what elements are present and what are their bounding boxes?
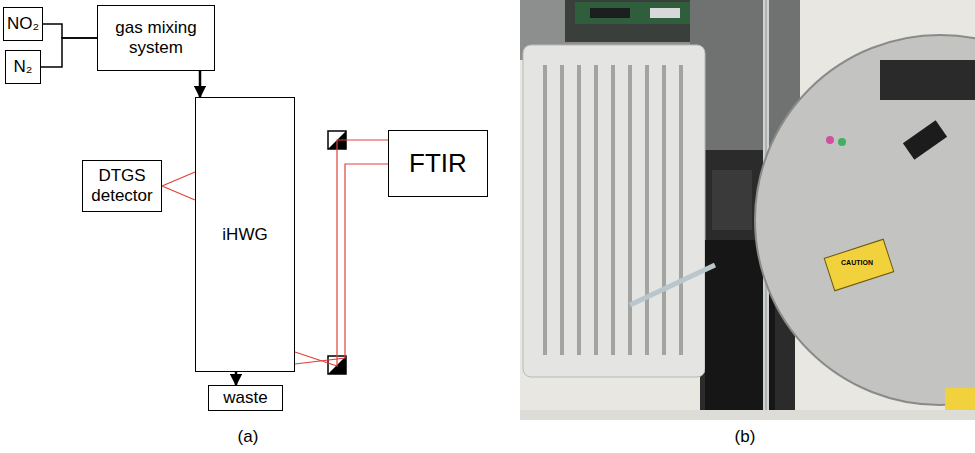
light-beam bbox=[295, 140, 388, 366]
flow-connector bbox=[235, 372, 238, 385]
panel-label: (b) bbox=[735, 427, 756, 447]
waste-box: waste bbox=[208, 385, 283, 411]
spectrometer-box: FTIR bbox=[388, 130, 488, 197]
node-text: iHWG bbox=[222, 225, 267, 245]
flow-connector bbox=[43, 24, 97, 38]
flow-connector bbox=[199, 71, 202, 97]
node-text: FTIR bbox=[409, 149, 467, 179]
detector-box: DTGS detector bbox=[82, 160, 162, 212]
node-text: waste bbox=[223, 388, 267, 408]
node-text: N₂ bbox=[14, 57, 33, 77]
gas-source-box: NO₂ bbox=[3, 7, 43, 41]
warning-label: CAUTION bbox=[840, 259, 874, 266]
panel-label: (a) bbox=[238, 427, 259, 447]
node-text: NO₂ bbox=[7, 14, 39, 34]
node-text: DTGS detector bbox=[83, 166, 161, 205]
mixing-box: gas mixing system bbox=[97, 5, 215, 71]
gas-source-box: N₂ bbox=[5, 50, 41, 84]
waveguide-box: iHWG bbox=[195, 97, 295, 372]
light-beam bbox=[162, 172, 195, 200]
node-text: gas mixing system bbox=[98, 18, 214, 57]
flow-connector bbox=[41, 38, 97, 67]
